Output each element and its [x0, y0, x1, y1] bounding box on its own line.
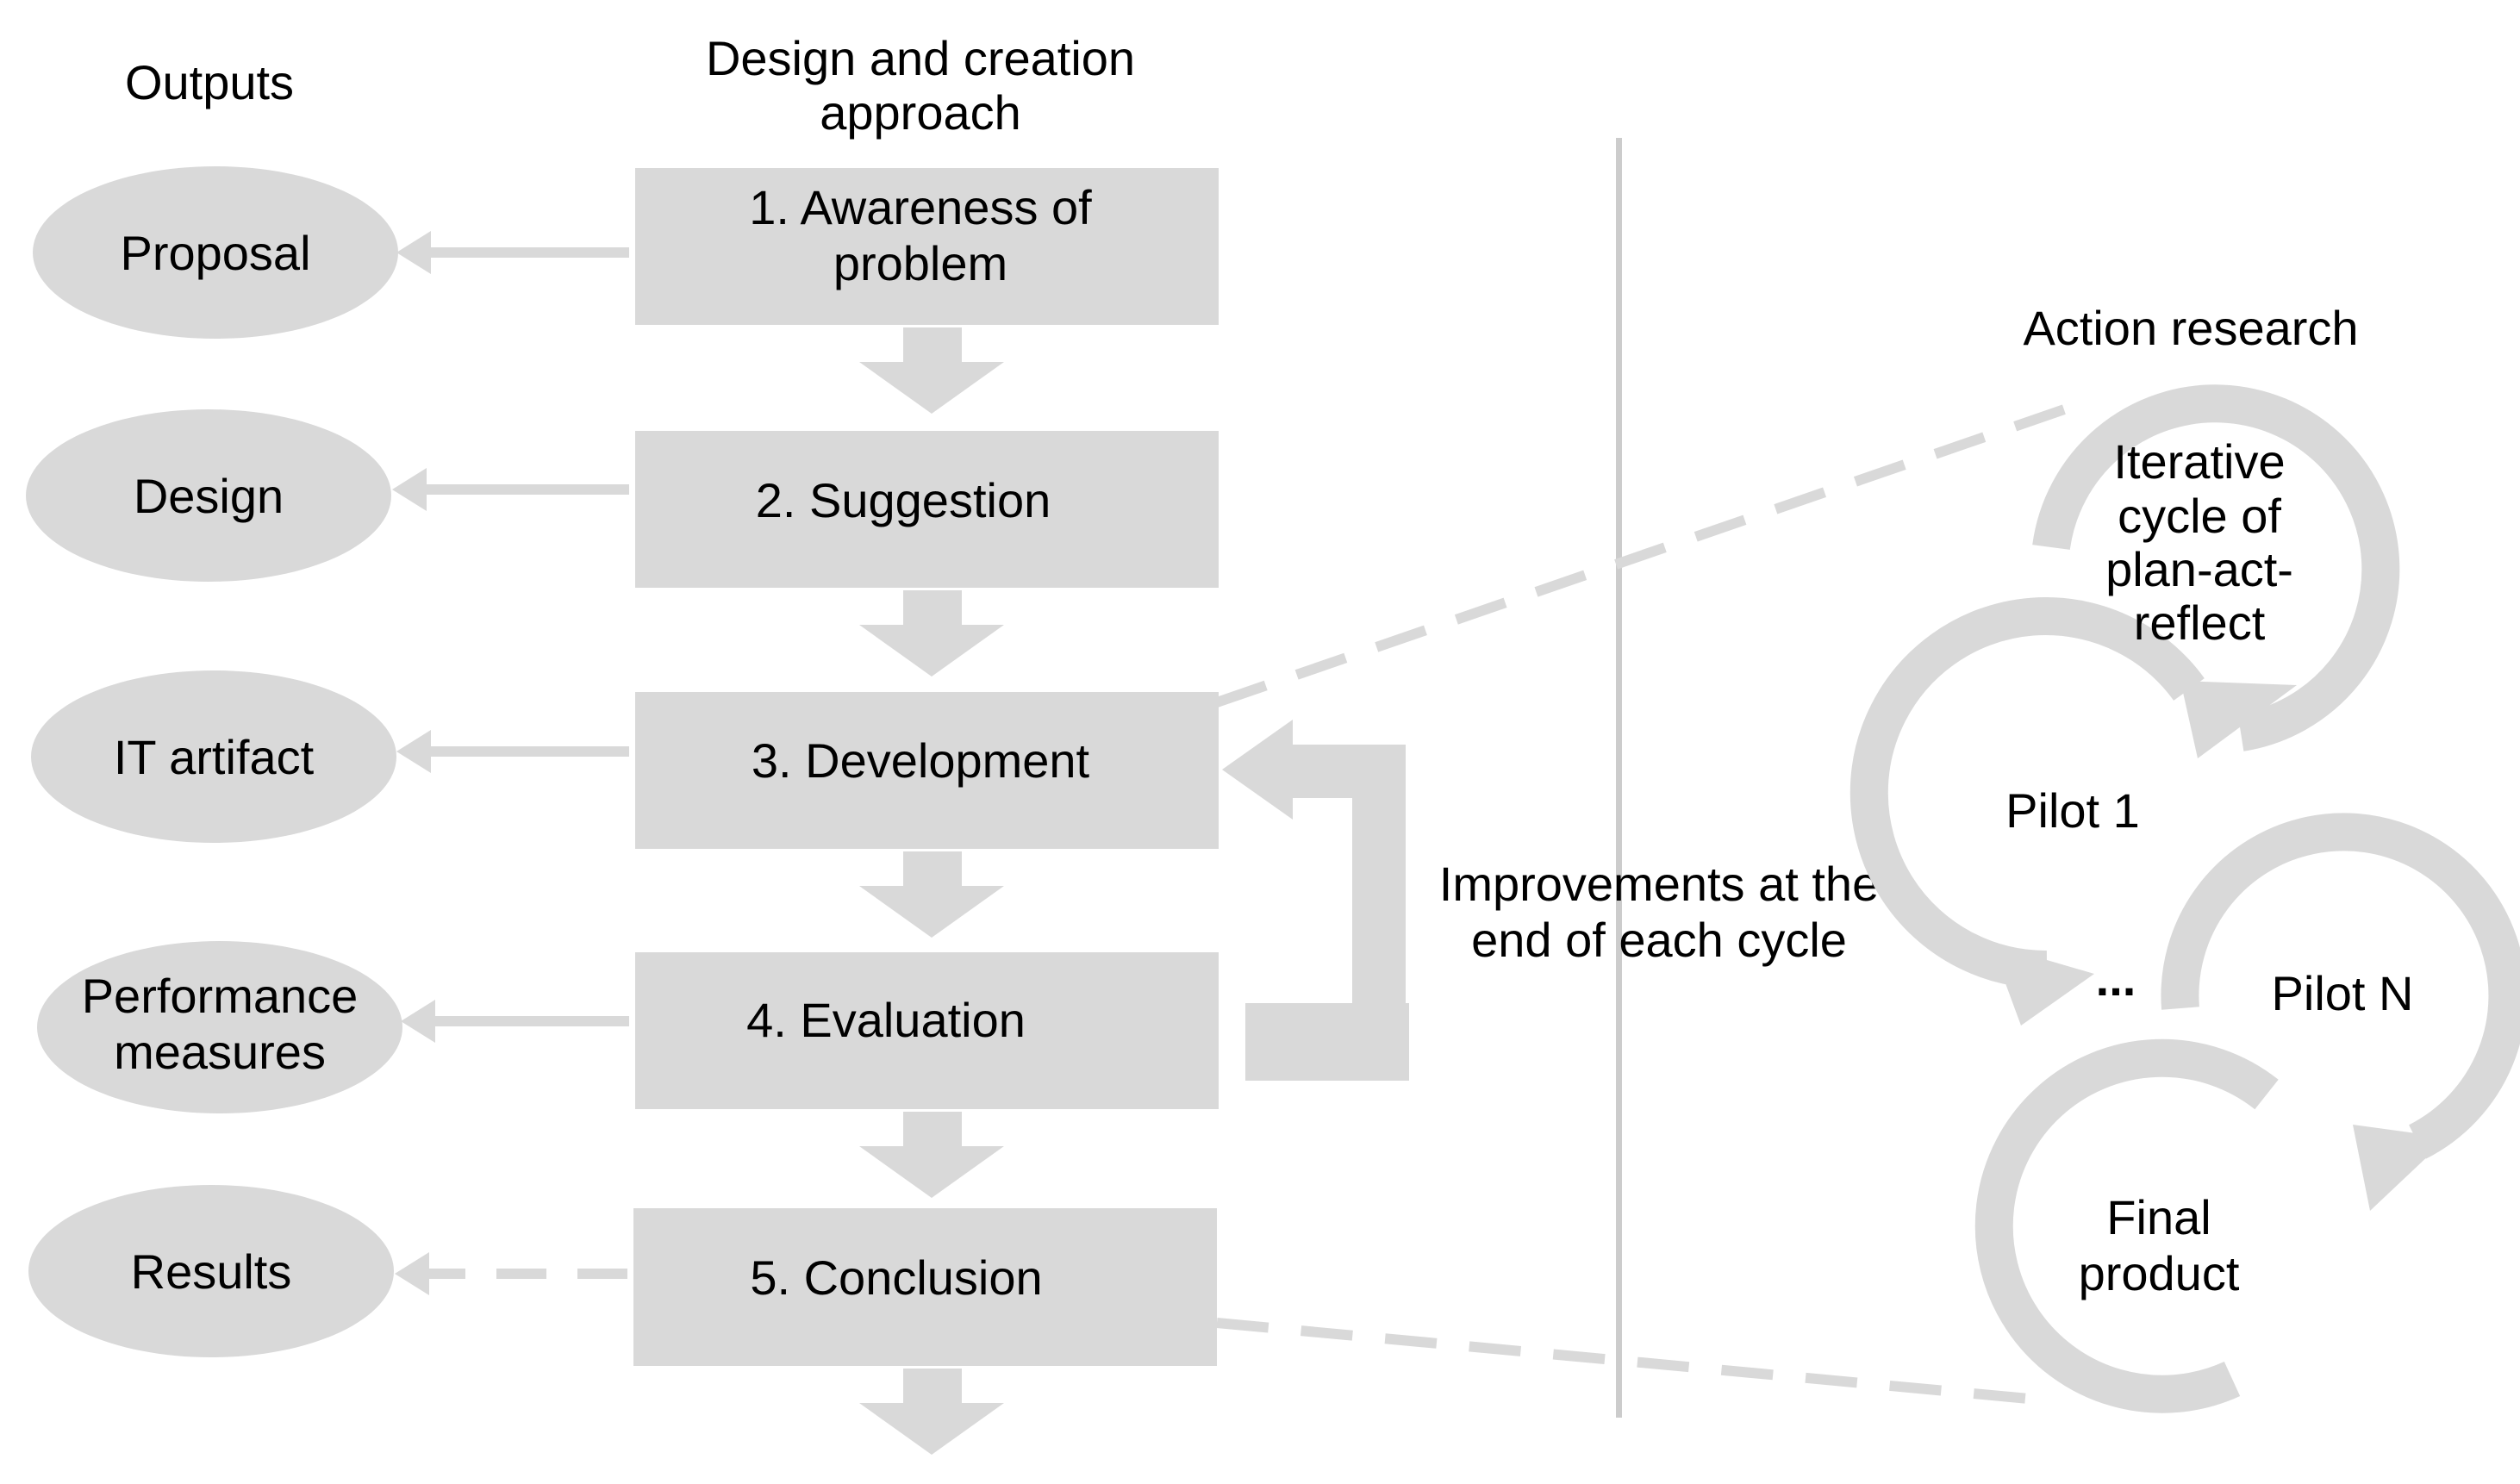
- feedback-loop-arrow: [1245, 745, 1406, 1057]
- pilotN-cycle-arrowhead: [2353, 1125, 2448, 1211]
- pilot1-cycle-arrowhead: [1991, 944, 2094, 1026]
- down-arrow-3: [859, 851, 1004, 938]
- feedback-arrowhead: [1222, 720, 1293, 820]
- step-box-1: [635, 168, 1219, 325]
- step-3-label: 3. Development: [752, 733, 1090, 788]
- output-ellipse-2: [26, 409, 391, 582]
- output-arrowhead-5: [395, 1252, 429, 1295]
- feedback-label-line1: Improvements at the: [1439, 857, 1879, 911]
- pilot1-cycle-arc: [1849, 597, 2205, 989]
- step-box-4: [635, 952, 1219, 1109]
- output-ellipse-1: [33, 166, 398, 339]
- iterative-cycle-arc: [2032, 384, 2400, 751]
- approach-header-line1: Design and creation: [706, 31, 1135, 85]
- zoom-line-bottom: [1216, 1318, 2048, 1406]
- final-label-line1: Final: [2106, 1190, 2211, 1244]
- iterative-label-line3: plan-act-: [2105, 542, 2293, 596]
- step-box-3: [635, 692, 1219, 849]
- pilotN-label: Pilot N: [2272, 966, 2414, 1020]
- pilotN-cycle-arc: [2161, 813, 2520, 1159]
- down-arrow-1: [859, 327, 1004, 414]
- output-ellipse-5: [28, 1185, 394, 1357]
- final-label-line2: product: [2079, 1246, 2240, 1300]
- step-4-label: 4. Evaluation: [746, 993, 1026, 1047]
- step-box-2: [635, 431, 1219, 588]
- step-2-label: 2. Suggestion: [756, 473, 1051, 527]
- step-1-label-line1: 1. Awareness of: [749, 180, 1092, 234]
- step-box-5: [633, 1208, 1217, 1366]
- output-5-label: Results: [131, 1244, 292, 1299]
- iterative-label-line4: reflect: [2134, 595, 2266, 650]
- output-arrowhead-1: [396, 231, 431, 274]
- output-3-label: IT artifact: [114, 730, 315, 784]
- output-1-label: Proposal: [120, 226, 310, 280]
- step-5-label: 5. Conclusion: [750, 1250, 1042, 1305]
- iterative-cycle-arrowhead: [2180, 681, 2297, 758]
- approach-header-line2: approach: [820, 85, 1021, 140]
- zoom-line-top: [1215, 394, 2096, 708]
- output-2-label: Design: [134, 469, 284, 523]
- pilot1-label: Pilot 1: [2005, 783, 2140, 838]
- column-divider: [1616, 138, 1622, 1418]
- output-ellipse-4: [37, 941, 402, 1113]
- ellipsis-label: ...: [2096, 951, 2136, 1006]
- iterative-label-line2: cycle of: [2118, 489, 2281, 543]
- down-arrow-5: [859, 1369, 1004, 1455]
- final-cycle-arc: [1974, 1038, 2279, 1413]
- feedback-base: [1245, 1003, 1409, 1081]
- action-research-header: Action research: [2023, 301, 2358, 355]
- output-4-label-line2: measures: [114, 1025, 326, 1079]
- feedback-label-line2: end of each cycle: [1471, 913, 1847, 967]
- output-ellipse-3: [31, 670, 396, 843]
- iterative-label-line1: Iterative: [2113, 434, 2285, 489]
- down-arrow-4: [859, 1112, 1004, 1198]
- output-arrowhead-2: [392, 468, 427, 511]
- output-arrowhead-3: [396, 730, 431, 773]
- output-arrowhead-4: [401, 1000, 435, 1043]
- step-1-label-line2: problem: [833, 236, 1007, 290]
- down-arrow-2: [859, 590, 1004, 677]
- output-4-label-line1: Performance: [82, 969, 359, 1023]
- outputs-header: Outputs: [125, 55, 294, 109]
